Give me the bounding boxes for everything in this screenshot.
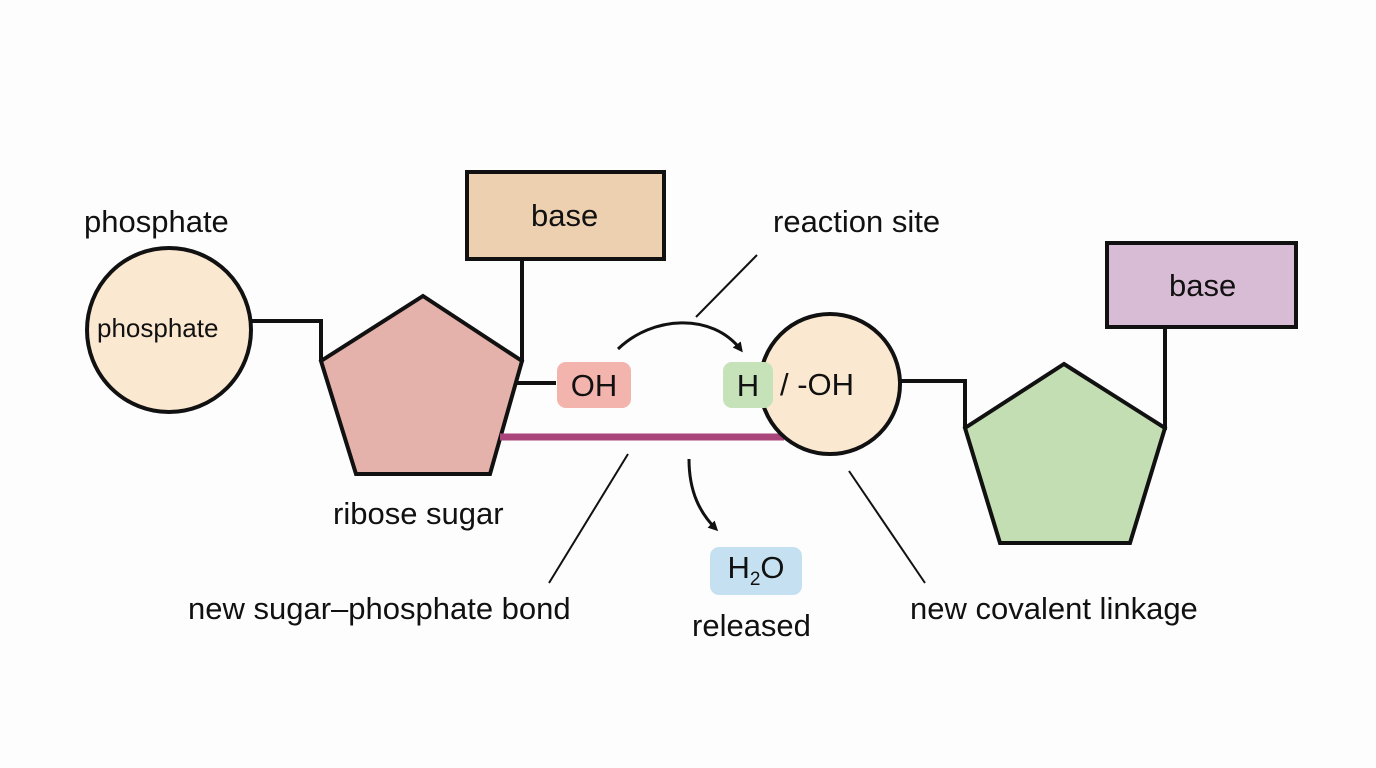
- water-chip: H2O: [710, 547, 802, 595]
- released-label: released: [692, 608, 811, 643]
- base-left-box: [465, 170, 666, 261]
- phosphate-sugar-connector: [251, 319, 323, 361]
- water-release-arrow: [687, 458, 719, 532]
- reaction-site-leader: [695, 254, 758, 318]
- new-bond-leader: [548, 453, 629, 584]
- phosphate-circle: [85, 246, 253, 414]
- new-linkage-label: new covalent linkage: [910, 591, 1198, 626]
- phosphate-inner-label: phosphate: [97, 313, 219, 343]
- ribose-sugar-pentagon: [318, 293, 525, 476]
- phosphate-title-label: phosphate: [84, 204, 229, 239]
- ribose-sugar-label: ribose sugar: [333, 496, 504, 531]
- h-group-chip: H: [723, 362, 773, 408]
- water-o: O: [760, 550, 785, 586]
- base-right-box: [1105, 241, 1298, 329]
- h-group-text: H: [736, 367, 760, 403]
- water-subscript: 2: [749, 569, 761, 591]
- sugar-pentagon-right: [962, 361, 1168, 545]
- base-left-label: base: [531, 198, 599, 233]
- water-h: H: [727, 550, 750, 586]
- new-bond-label: new sugar–phosphate bond: [188, 591, 571, 626]
- oh-group-chip: OH: [557, 362, 631, 408]
- oh-group-text: OH: [570, 367, 618, 403]
- linkage-leader: [848, 470, 926, 584]
- oh-right-label: / -OH: [780, 367, 855, 402]
- transfer-arrow: [616, 321, 743, 353]
- water-formula: H2O: [727, 552, 784, 589]
- base-right-label: base: [1169, 268, 1237, 303]
- reaction-site-label: reaction site: [773, 204, 941, 239]
- circle-sugar-connector: [900, 379, 967, 428]
